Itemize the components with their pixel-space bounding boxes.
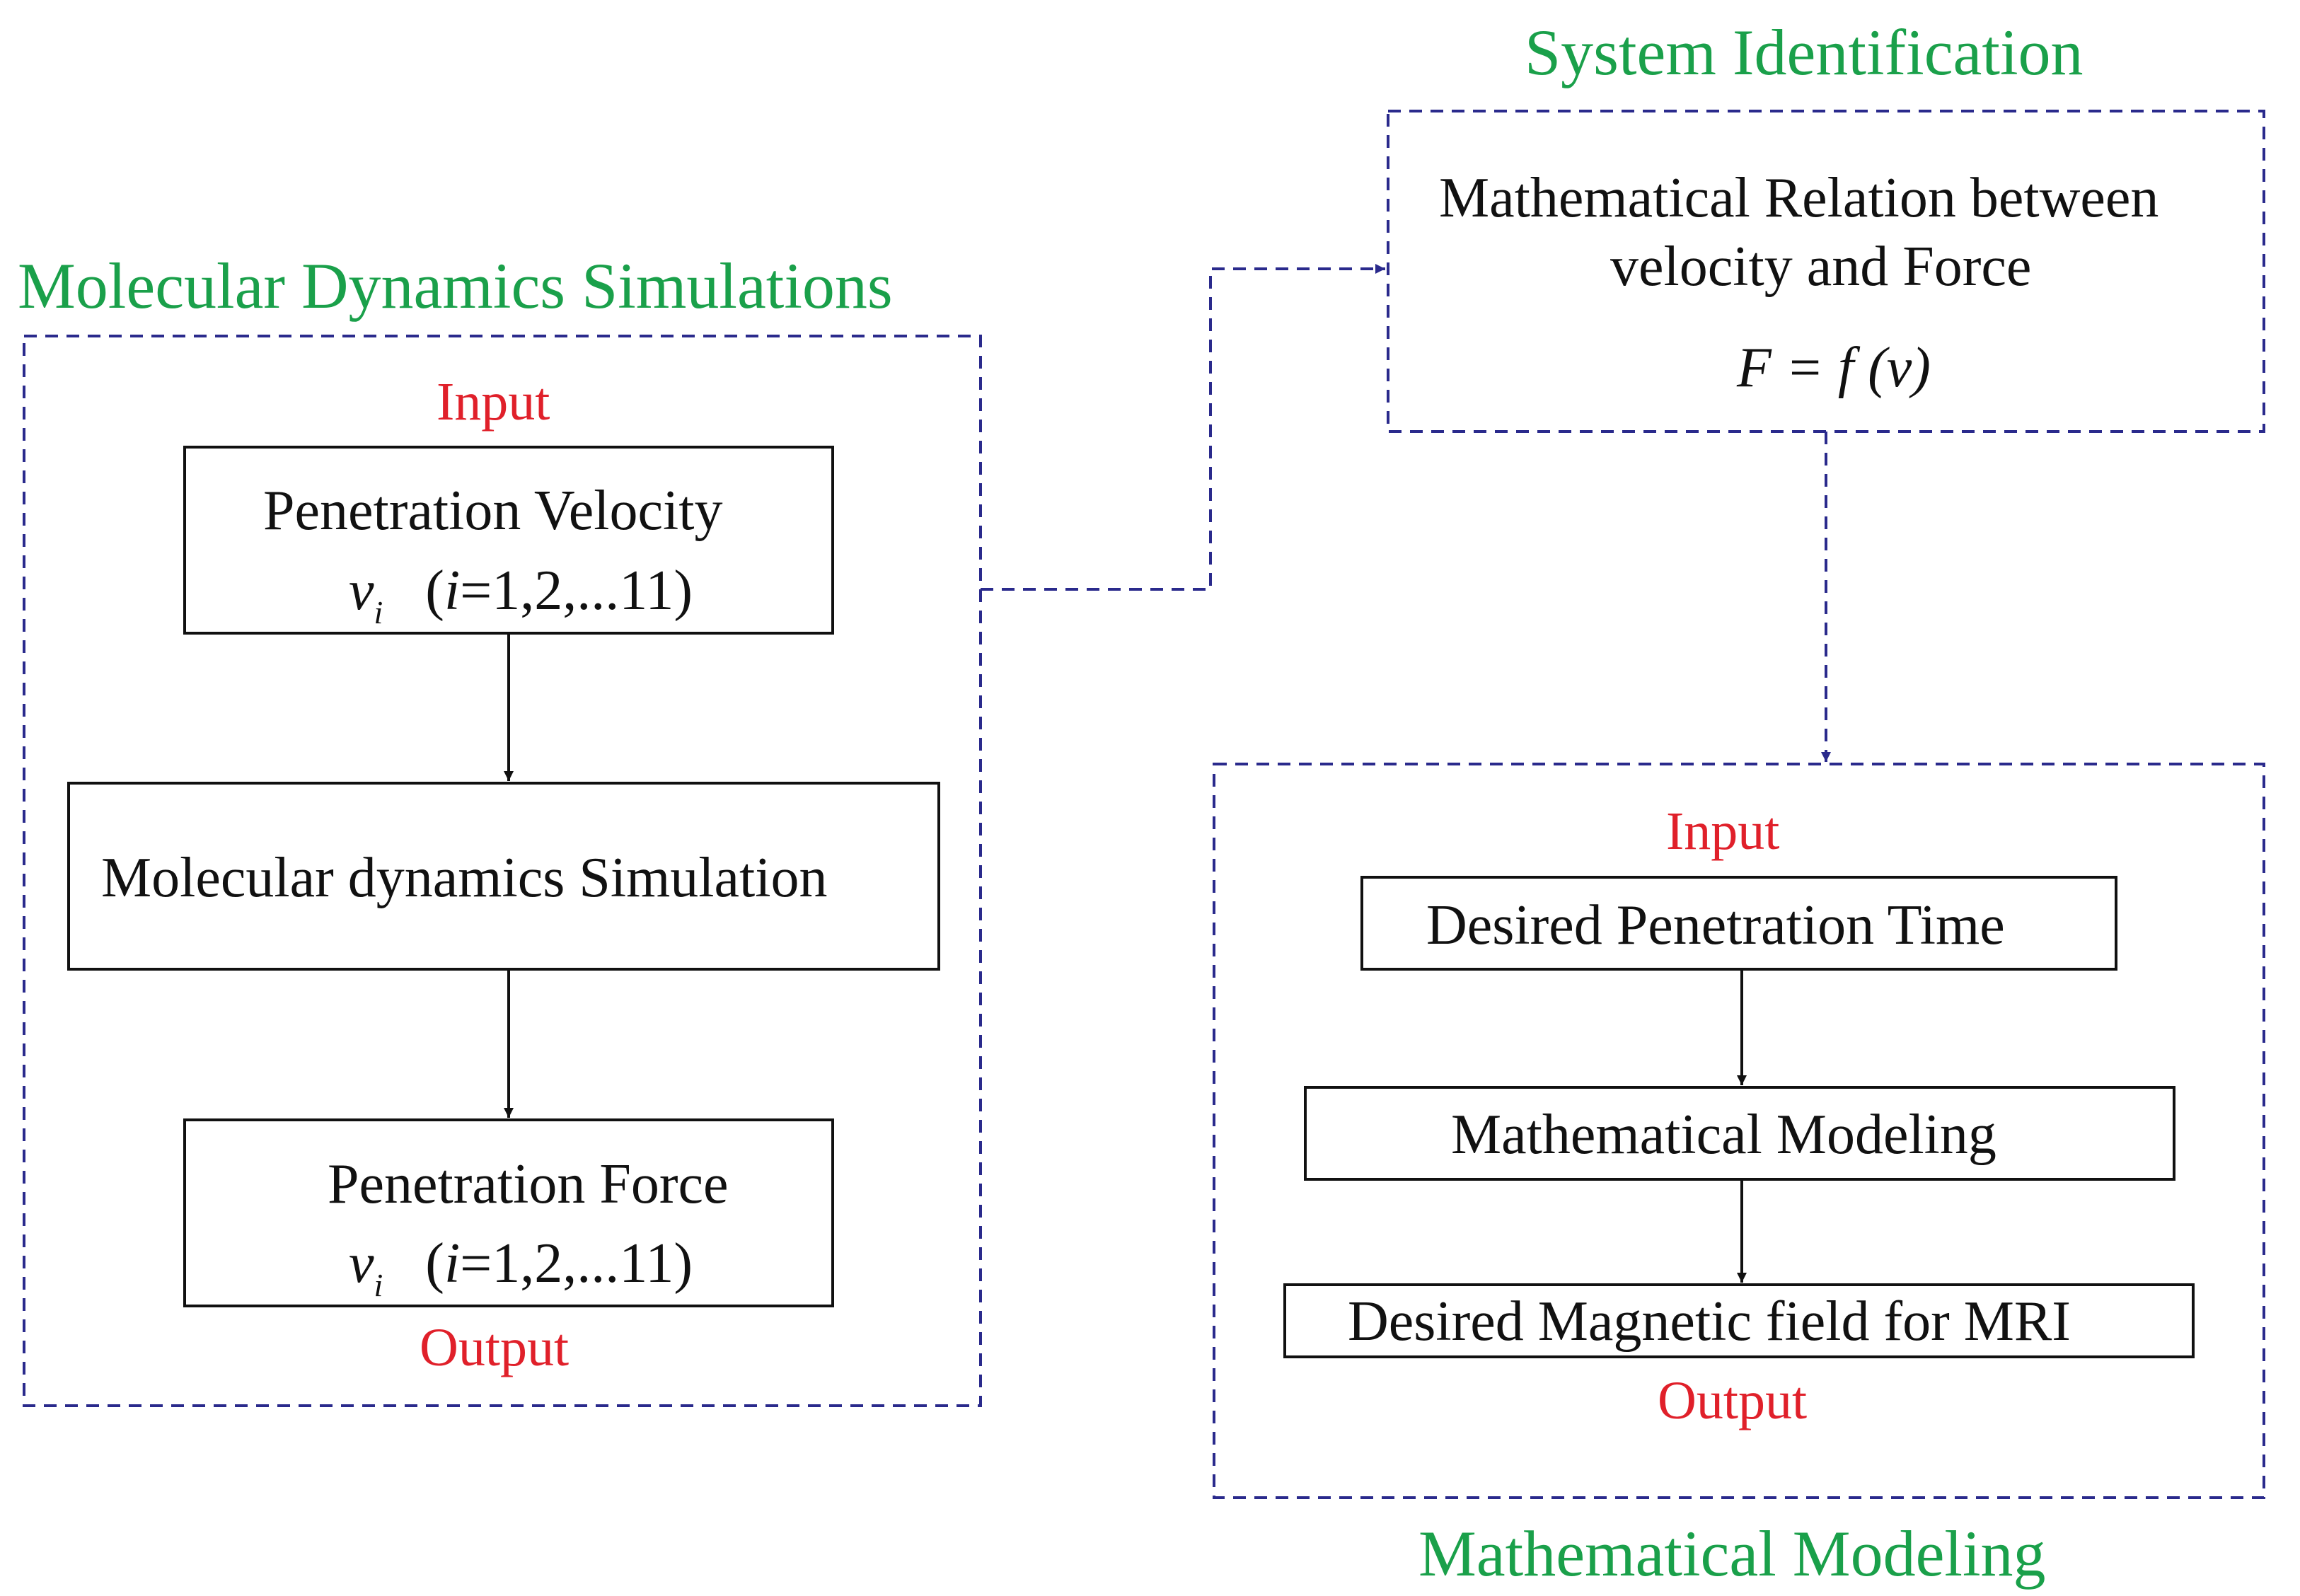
force-velocity-subscript: i bbox=[374, 1267, 383, 1303]
sysid-line2: velocity and Force bbox=[1610, 236, 2032, 298]
arrow-md-to-sysid bbox=[981, 264, 1385, 591]
index-open-paren: ( bbox=[425, 560, 444, 622]
md-input-label: Input bbox=[437, 372, 550, 432]
md-simulation-text: Molecular dynamics Simulation bbox=[101, 847, 828, 909]
md-simulation-box bbox=[67, 782, 940, 971]
mm-input-label: Input bbox=[1666, 802, 1780, 861]
penetration-velocity-box bbox=[183, 446, 834, 635]
md-output-label: Output bbox=[420, 1318, 570, 1377]
math-modeling-text: Mathematical Modeling bbox=[1451, 1104, 1996, 1166]
force-index-range: =1,2,...11) bbox=[460, 1232, 693, 1295]
magnetic-field-box bbox=[1283, 1283, 2195, 1358]
force-index-variable: i bbox=[444, 1232, 461, 1295]
desired-time-box bbox=[1360, 876, 2117, 971]
mm-section-title: Mathematical Modeling bbox=[1418, 1517, 2046, 1590]
force-velocity-symbol: v bbox=[349, 1232, 374, 1295]
velocity-subscript: i bbox=[374, 594, 383, 630]
penetration-force-index: vi (i=1,2,...11) bbox=[349, 1232, 693, 1302]
penetration-velocity-index: vi (i=1,2,...11) bbox=[349, 560, 693, 629]
index-variable: i bbox=[444, 560, 461, 622]
md-frame bbox=[23, 335, 982, 1407]
sysid-formula: F = f (v) bbox=[1737, 337, 1931, 399]
index-range: =1,2,...11) bbox=[460, 560, 693, 622]
sysid-line1: Mathematical Relation between bbox=[1439, 167, 2159, 229]
math-modeling-box bbox=[1304, 1086, 2175, 1181]
sysid-section-title: System Identification bbox=[1525, 16, 2084, 88]
desired-time-text: Desired Penetration Time bbox=[1426, 894, 2005, 956]
md-section-title: Molecular Dynamics Simulations bbox=[18, 250, 893, 322]
penetration-force-title: Penetration Force bbox=[328, 1153, 729, 1215]
magnetic-field-text: Desired Magnetic field for MRI bbox=[1348, 1290, 2071, 1353]
force-index-open-paren: ( bbox=[425, 1232, 444, 1295]
penetration-velocity-title: Penetration Velocity bbox=[263, 480, 723, 542]
mm-output-label: Output bbox=[1658, 1371, 1808, 1430]
penetration-force-box bbox=[183, 1118, 834, 1307]
velocity-symbol: v bbox=[349, 560, 374, 622]
